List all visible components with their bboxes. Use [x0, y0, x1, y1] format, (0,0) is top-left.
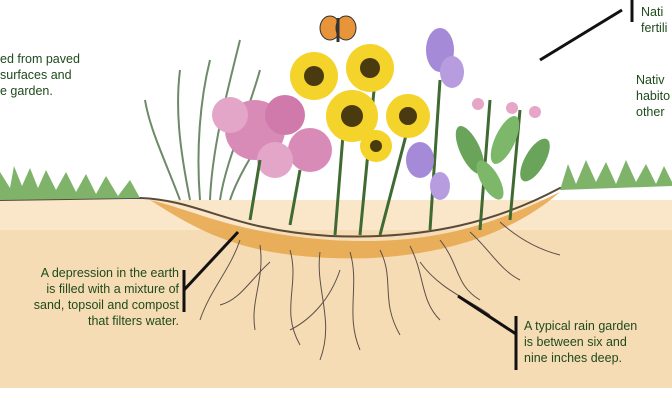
- caption-depth-line-2: is between six and: [524, 334, 637, 350]
- caption-depression-line-2: is filled with a mixture of: [8, 281, 179, 297]
- butterfly-icon: [320, 16, 356, 42]
- caption-depression-line-3: sand, topsoil and compost: [8, 297, 179, 313]
- caption-depth-line-1: A typical rain garden: [524, 318, 637, 334]
- caption-native-habitat: Nativ habito other: [636, 72, 670, 120]
- caption-native-habitat-line-1: Nativ: [636, 72, 670, 88]
- caption-native-fertilizer-line-1: Nati: [641, 4, 667, 20]
- caption-native-habitat-line-3: other: [636, 104, 670, 120]
- caption-native-fertilizer: Nati fertili: [641, 4, 667, 36]
- caption-depth-line-3: nine inches deep.: [524, 350, 637, 366]
- caption-runoff-line-2: surfaces and: [0, 67, 80, 83]
- leader-line-top-right: [540, 10, 622, 60]
- caption-depression-line-1: A depression in the earth: [8, 265, 179, 281]
- caption-depth: A typical rain garden is between six and…: [524, 318, 637, 366]
- caption-depression-line-4: that filters water.: [8, 313, 179, 329]
- caption-native-habitat-line-2: habito: [636, 88, 670, 104]
- caption-runoff: ed from paved surfaces and e garden.: [0, 51, 80, 99]
- grass-strip: [0, 160, 672, 200]
- caption-native-fertilizer-line-2: fertili: [641, 20, 667, 36]
- caption-depression: A depression in the earth is filled with…: [8, 265, 179, 329]
- caption-runoff-line-3: e garden.: [0, 83, 80, 99]
- caption-runoff-line-1: ed from paved: [0, 51, 80, 67]
